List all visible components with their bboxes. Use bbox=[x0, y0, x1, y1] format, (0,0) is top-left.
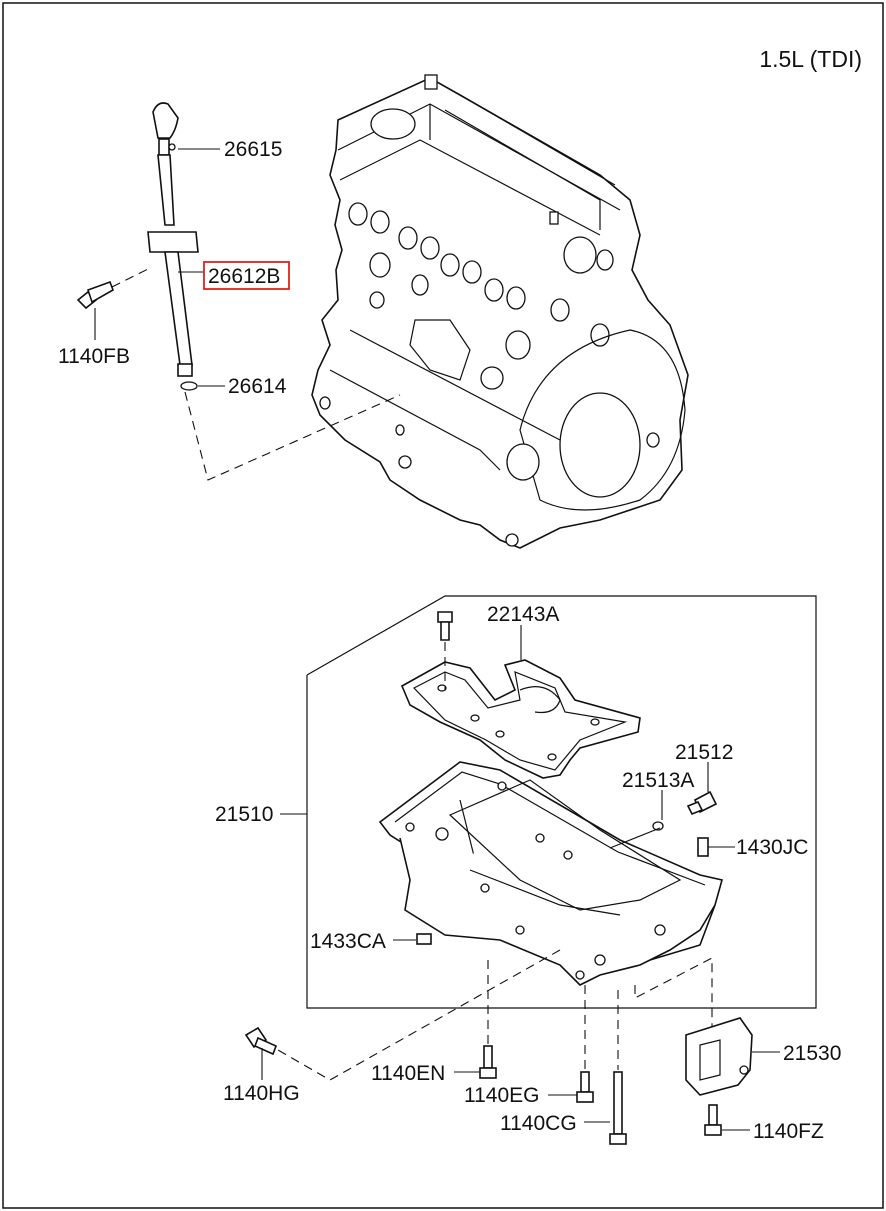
label-1140eg: 1140EG bbox=[464, 1084, 540, 1107]
engine-title: 1.5L (TDI) bbox=[759, 46, 862, 72]
baffle-21530 bbox=[685, 1017, 753, 1096]
bolt-gasket bbox=[437, 611, 453, 641]
drain-plug-21512 bbox=[686, 790, 718, 816]
bolt-1140fz bbox=[704, 1104, 722, 1136]
bolt-1140eg bbox=[576, 1071, 594, 1103]
pin-1433ca bbox=[416, 933, 432, 945]
label-1140fb: 1140FB bbox=[58, 345, 130, 368]
label-21512: 21512 bbox=[675, 741, 733, 764]
dipstick-assembly bbox=[76, 102, 401, 481]
label-21510: 21510 bbox=[215, 803, 273, 826]
bolt-1140en bbox=[479, 1045, 497, 1079]
label-21513a: 21513A bbox=[622, 769, 694, 792]
label-26612b[interactable]: 26612B bbox=[208, 265, 280, 288]
highlight-box-26612b bbox=[203, 261, 290, 290]
label-26614: 26614 bbox=[228, 375, 287, 398]
label-1140en: 1140EN bbox=[371, 1062, 445, 1085]
label-1430jc: 1430JC bbox=[736, 836, 808, 859]
seal-21513a bbox=[652, 821, 664, 831]
engine-block bbox=[311, 74, 689, 549]
label-22143a: 22143A bbox=[487, 603, 559, 626]
label-1433ca: 1433CA bbox=[310, 930, 386, 953]
bolt-1140cg bbox=[609, 1071, 627, 1145]
bolt-1140fb bbox=[76, 280, 114, 310]
oil-pan-21510 bbox=[378, 761, 723, 986]
label-21530: 21530 bbox=[783, 1042, 841, 1065]
label-1140hg: 1140HG bbox=[223, 1082, 300, 1105]
label-26615: 26615 bbox=[224, 138, 282, 161]
gasket-22143a bbox=[400, 659, 641, 779]
label-1140fz: 1140FZ bbox=[753, 1120, 824, 1143]
pin-1430jc bbox=[697, 837, 709, 857]
label-1140cg: 1140CG bbox=[500, 1112, 577, 1135]
oil-pan-frame bbox=[306, 595, 817, 1009]
bolt-1140hg bbox=[244, 1026, 278, 1056]
